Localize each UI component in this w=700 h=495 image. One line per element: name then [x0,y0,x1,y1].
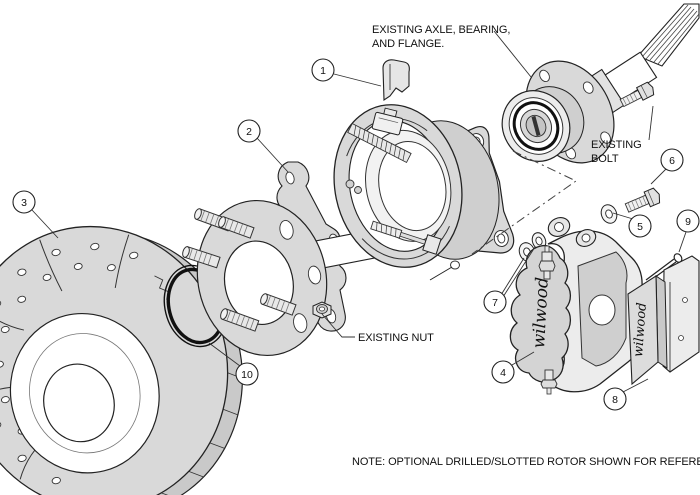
hub-flange [182,199,328,357]
callout-5: 5 [628,214,652,238]
wheel-cylinder [371,107,404,136]
axle-bearing [501,90,571,162]
svg-text:8: 8 [612,394,618,406]
callouts: 1 2 3 4 5 6 7 8 9 10 [12,58,700,411]
existing-nut [312,301,332,319]
callout-1: 1 [311,58,335,82]
callout-leader-lines [31,73,687,393]
caliper-mount-lugs [547,217,597,247]
mount-bolt [624,187,661,213]
callout-2: 2 [237,119,261,143]
svg-text:1: 1 [320,65,326,77]
brake-pads: wilwood [627,255,700,386]
label-existing-axle-line2: AND FLANGE. [372,38,444,50]
backing-plate-assembly [333,59,515,281]
svg-text:4: 4 [500,367,506,379]
backing-ring [333,104,463,268]
callout-4: 4 [491,360,515,384]
existing-axle-assembly [501,3,700,164]
note-text: NOTE: OPTIONAL DRILLED/SLOTTED ROTOR SHO… [352,456,700,468]
rotor-center-hole [43,363,115,443]
rotor-drilled-slotted [0,225,243,495]
flat-washer [600,204,618,224]
centerline [471,150,577,255]
svg-text:3: 3 [21,197,27,209]
svg-text:10: 10 [241,369,253,381]
rotor-drill-holes-outer [0,242,139,485]
callout-3: 3 [12,190,36,214]
caliper-assembly: wilwood [509,187,700,395]
svg-text:5: 5 [637,221,643,233]
label-existing-axle-line1: EXISTING AXLE, BEARING, [372,24,510,36]
label-existing-bolt-line2: BOLT [591,153,619,165]
axle-splines [637,3,700,67]
label-existing-bolt-line1: EXISTING [591,139,642,151]
existing-bolt [619,81,655,108]
svg-text:6: 6 [669,155,675,167]
text-labels: EXISTING AXLE, BEARING, AND FLANGE. EXIS… [321,24,700,468]
anchor-tab [382,59,410,102]
callout-10: 10 [235,362,259,386]
shoe-adjuster [370,220,442,255]
callout-9: 9 [676,209,700,233]
pad-logo-text: wilwood [631,302,650,357]
callout-6: 6 [660,148,684,172]
callout-7: 7 [483,290,507,314]
bleed-screw-top [538,245,556,280]
callout-8: 8 [603,387,627,411]
piston-bore [588,294,616,326]
svg-text:7: 7 [492,297,498,309]
return-spring [347,122,412,164]
bleed-screw-bottom [540,369,558,395]
svg-text:9: 9 [685,216,691,228]
svg-text:2: 2 [246,126,252,138]
caliper-logo-text: wilwood [529,276,553,348]
label-existing-nut: EXISTING NUT [358,332,434,344]
wheel-studs [182,208,297,332]
